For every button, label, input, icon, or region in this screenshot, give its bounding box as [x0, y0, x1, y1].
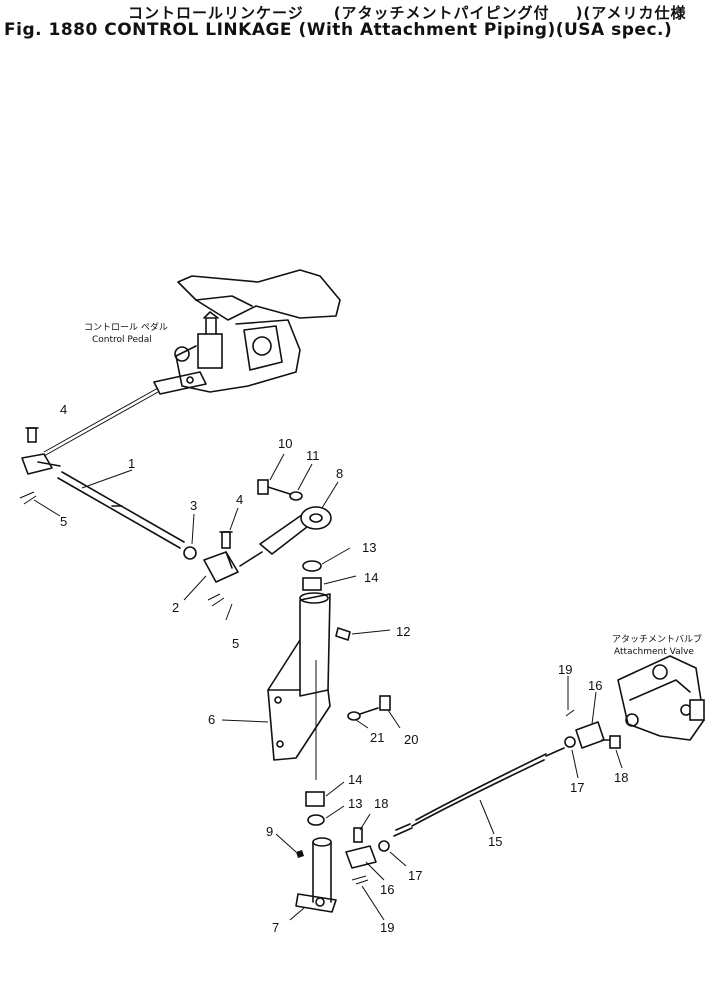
callout-6: 6 [208, 712, 215, 727]
callout-5: 5 [60, 514, 67, 529]
rod-1 [21, 427, 197, 560]
clevis-2 [203, 531, 263, 583]
attachment-valve-label-en: Attachment Valve [614, 647, 694, 657]
callout-4: 4 [60, 402, 67, 417]
title-japanese: コントロールリンケージ(アタッチメントパイピング付)(アメリカ仕様 [128, 4, 687, 22]
callout-18: 18 [374, 796, 388, 811]
callout-17: 17 [570, 780, 584, 795]
callout-19: 19 [558, 662, 572, 677]
callout-11: 11 [306, 448, 320, 463]
leader-lines [81, 453, 623, 921]
callout-10: 10 [278, 436, 292, 451]
callout-18: 18 [614, 770, 628, 785]
shaft-7 [295, 837, 337, 913]
callout-16: 16 [588, 678, 602, 693]
callout-14: 14 [364, 570, 378, 585]
callout-8: 8 [336, 466, 343, 481]
title-english: Fig. 1880 CONTROL LINKAGE (With Attachme… [4, 20, 673, 40]
callout-13: 13 [362, 540, 376, 555]
attachment-valve-label-jp: アタッチメントバルブ [612, 633, 702, 645]
callout-3: 3 [190, 498, 197, 513]
callout-5: 5 [232, 636, 239, 651]
callout-16: 16 [380, 882, 394, 897]
lever-8 [259, 506, 332, 555]
callout-20: 20 [404, 732, 418, 747]
control-pedal-label-en: Control Pedal [92, 335, 152, 345]
callout-17: 17 [408, 868, 422, 883]
bracket-6 [267, 592, 331, 780]
callout-19: 19 [380, 920, 394, 935]
callout-9: 9 [266, 824, 273, 839]
callout-4: 4 [236, 492, 243, 507]
callout-15: 15 [488, 834, 502, 849]
bolt-10 [257, 479, 303, 501]
callout-21: 21 [370, 730, 384, 745]
attachment-valve [617, 655, 705, 741]
callout-12: 12 [396, 624, 410, 639]
callout-1: 1 [128, 456, 135, 471]
callout-13: 13 [348, 796, 362, 811]
control-pedal-label-jp: コントロール ペダル [84, 321, 168, 333]
rod-15 [393, 747, 565, 837]
callout-14: 14 [348, 772, 362, 787]
callout-2: 2 [172, 600, 179, 615]
callout-7: 7 [272, 920, 279, 935]
control-pedal-assembly [153, 269, 341, 395]
